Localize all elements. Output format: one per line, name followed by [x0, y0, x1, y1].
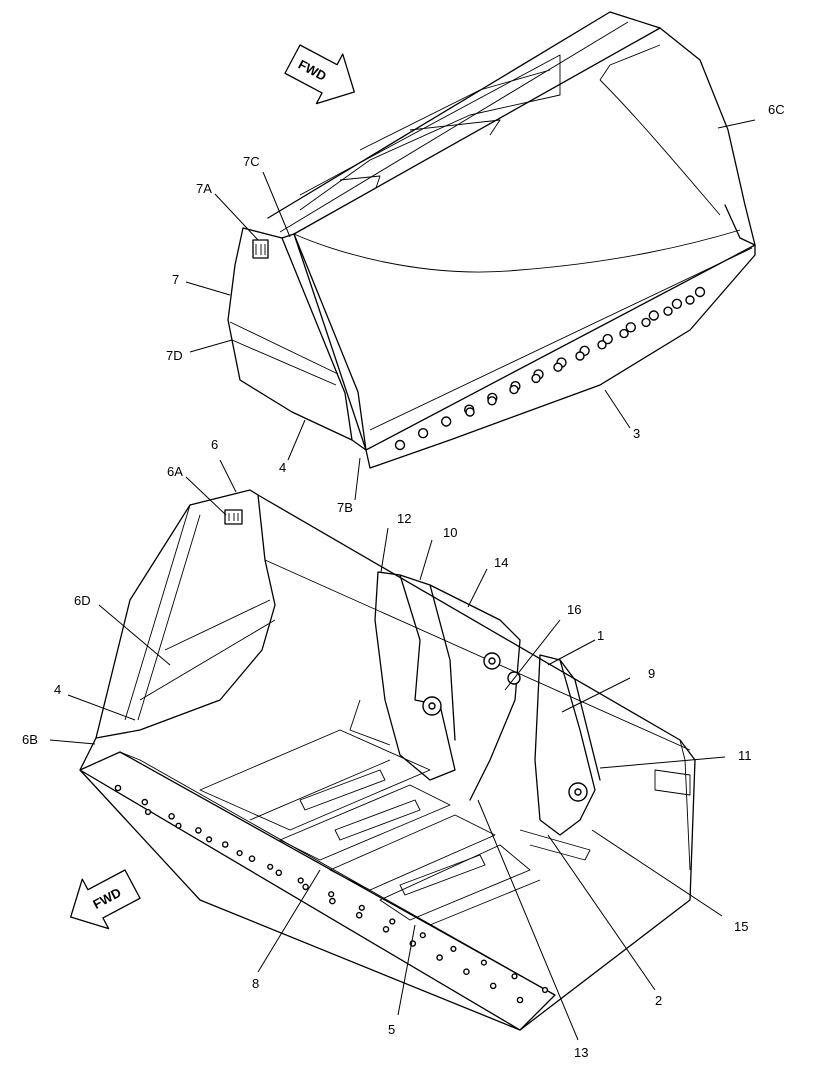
bolt-hole	[553, 362, 563, 372]
bolt-hole	[275, 869, 283, 877]
bolt-hole	[648, 310, 659, 321]
decal-7A	[252, 239, 269, 259]
callout-7: 7	[172, 272, 179, 287]
bolt-hole	[575, 351, 585, 361]
callout-2: 2	[655, 993, 662, 1008]
fwd-label-top: FWD	[296, 57, 329, 84]
bolt-hole	[389, 918, 396, 925]
bolt-hole	[480, 959, 488, 966]
bolt-hole	[436, 954, 443, 961]
callout-7D: 7D	[166, 348, 183, 363]
bolt-hole	[509, 384, 519, 395]
bolt-hole	[663, 306, 673, 316]
bolt-hole	[516, 996, 524, 1004]
fwd-arrow-top: FWD	[284, 44, 355, 105]
bolt-hole	[450, 945, 457, 953]
bolt-hole	[236, 849, 243, 857]
callout-6A: 6A	[167, 464, 183, 479]
callout-10: 10	[443, 525, 457, 540]
bolt-hole	[221, 841, 229, 848]
callout-1: 1	[597, 628, 604, 643]
bolt-hole	[114, 784, 122, 792]
fwd-arrow-bottom: FWD	[70, 869, 141, 930]
callout-7B: 7B	[337, 500, 353, 515]
bolt-hole	[267, 863, 274, 870]
pivot-holes	[422, 652, 588, 802]
callout-11: 11	[738, 748, 752, 763]
callout-3: 3	[633, 426, 640, 441]
mounting-bracket-left	[374, 571, 456, 781]
bolt-hole	[441, 416, 452, 427]
bolt-hole	[175, 822, 182, 829]
bolt-hole	[329, 897, 336, 905]
side-plate-left-lower	[95, 489, 276, 739]
bolt-hole	[625, 322, 636, 333]
bolt-hole	[597, 340, 607, 350]
bolt-hole	[394, 439, 406, 451]
cutting-edge-bolt-holes	[114, 784, 549, 1004]
bolt-hole	[419, 932, 426, 939]
bolt-hole	[382, 926, 390, 933]
bolt-hole	[417, 428, 429, 439]
bolt-hole	[619, 328, 629, 339]
callout-8: 8	[252, 976, 259, 991]
callout-15: 15	[734, 919, 748, 934]
callout-labels: 6C 7C 7A 7 7D 4 7B 3 6 6A 12 10 14 16 1 …	[22, 102, 785, 1060]
callout-14: 14	[494, 555, 508, 570]
upper-bucket	[227, 11, 756, 469]
bolt-hole	[465, 407, 475, 417]
bolt-hole	[463, 968, 470, 976]
bolt-hole	[168, 813, 175, 820]
mounting-bracket-right	[534, 654, 596, 836]
bolt-hole	[694, 286, 706, 298]
callout-6D: 6D	[74, 593, 91, 608]
bolt-hole	[206, 836, 213, 843]
side-plate-left	[227, 227, 353, 441]
callout-12: 12	[397, 511, 411, 526]
callout-7A: 7A	[196, 181, 212, 196]
bolt-hole	[297, 877, 304, 884]
lower-bucket	[79, 489, 696, 1031]
bolt-hole	[195, 827, 202, 834]
bolt-hole	[671, 298, 683, 309]
bolt-hole	[685, 295, 695, 305]
bolt-hole	[641, 317, 651, 328]
bolt-hole	[541, 986, 549, 994]
callout-13: 13	[574, 1045, 588, 1060]
bolt-hole	[358, 904, 365, 911]
leader-lines	[49, 119, 756, 1041]
top-rail	[267, 11, 661, 235]
bolt-hole	[511, 973, 518, 980]
callout-16: 16	[567, 602, 581, 617]
bolt-hole	[355, 911, 363, 919]
bolt-hole	[144, 808, 152, 816]
side-plate-right	[659, 27, 756, 246]
bolt-hole	[302, 883, 309, 891]
bolt-hole	[531, 373, 541, 384]
base-edge-bolt-holes	[394, 286, 706, 451]
bolt-hole	[487, 396, 497, 406]
callout-6C: 6C	[768, 102, 785, 117]
callout-9: 9	[648, 666, 655, 681]
callout-4-lower: 4	[54, 682, 61, 697]
fwd-label-bottom: FWD	[90, 885, 123, 912]
bolt-hole	[328, 891, 335, 898]
bolt-hole	[248, 855, 256, 863]
callout-7C: 7C	[243, 154, 260, 169]
bolt-hole	[489, 982, 497, 990]
bolt-hole	[141, 798, 149, 806]
callout-5: 5	[388, 1022, 395, 1037]
bolt-hole	[602, 333, 613, 345]
decal-6A	[224, 509, 243, 525]
callout-6: 6	[211, 437, 218, 452]
callout-4-upper: 4	[279, 460, 286, 475]
callout-6B: 6B	[22, 732, 38, 747]
base-edge	[365, 244, 756, 469]
